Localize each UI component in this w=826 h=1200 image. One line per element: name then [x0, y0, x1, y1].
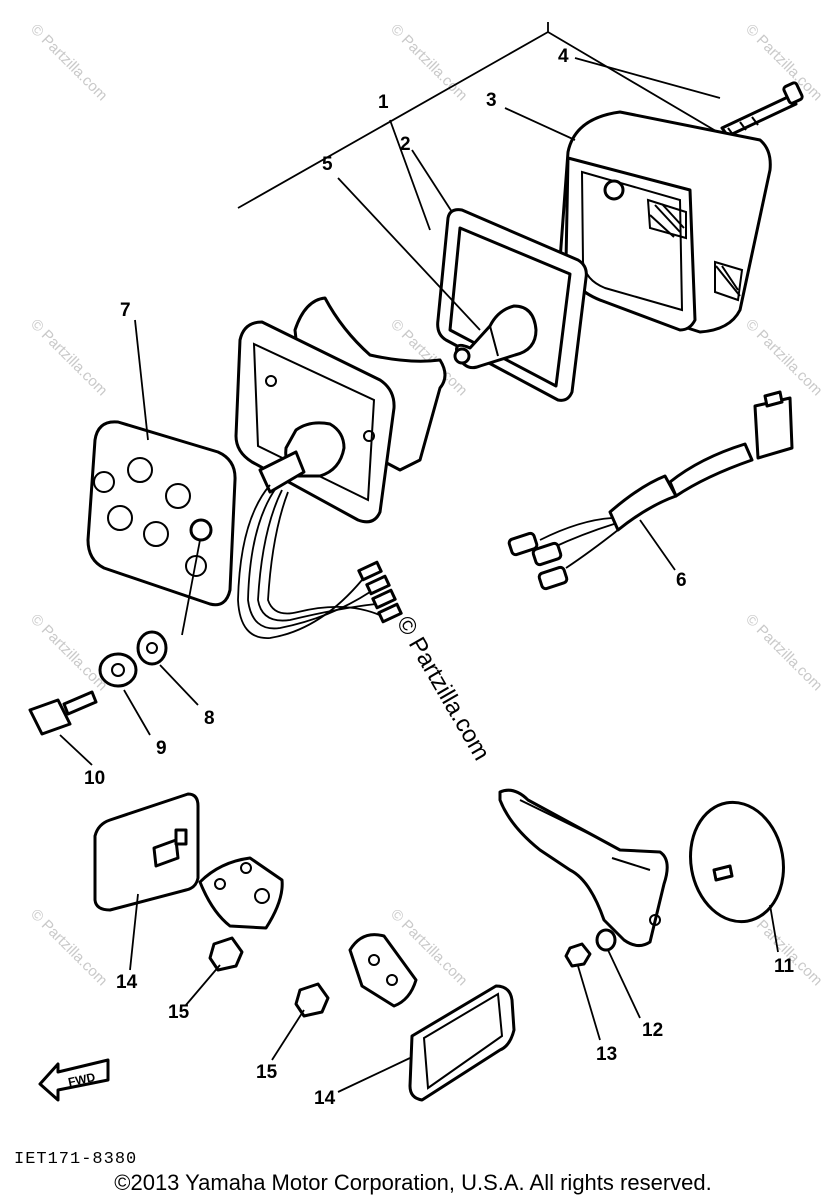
- assembly-bracket: [237, 22, 766, 209]
- part-14-reflector-center: [408, 984, 516, 1102]
- watermark: © Partzilla.com: [27, 316, 110, 399]
- part-3-lens: [558, 110, 772, 334]
- reflector-bracket: [498, 788, 669, 947]
- callout-7: 7: [120, 300, 131, 321]
- part-9-hole: [111, 663, 125, 677]
- callout-15-left: 15: [168, 1002, 190, 1023]
- part-4-screw: [720, 81, 804, 138]
- leader-lines: [59, 57, 779, 1093]
- callouts: 1 2 3 4 5 6 7 8 9 10 11 12 13 14 15 15 1…: [84, 46, 795, 1109]
- part-15-nut-center: [294, 982, 330, 1018]
- watermark: © Partzilla.com: [742, 611, 825, 694]
- part-1-wires: [237, 484, 403, 639]
- part-5-bulb: [453, 304, 538, 370]
- part-10-bolt: [28, 690, 98, 736]
- part-6-harness: [507, 390, 794, 591]
- part-13-nut: [564, 942, 592, 968]
- callout-11: 11: [774, 956, 795, 977]
- part-7-backplate: [86, 420, 237, 607]
- callout-1: 1: [378, 92, 389, 113]
- fwd-label: FWD: [67, 1070, 97, 1089]
- watermark: © Partzilla.com: [742, 316, 825, 399]
- part-14-reflector-left: [93, 792, 200, 912]
- part-9-washer: [98, 652, 138, 688]
- bracket-left: [198, 856, 284, 930]
- bracket-center: [348, 933, 418, 1008]
- watermark: © Partzilla.com: [27, 21, 110, 104]
- copyright-notice: ©2013 Yamaha Motor Corporation, U.S.A. A…: [114, 1170, 712, 1195]
- part-1-base: [234, 296, 447, 524]
- callout-3: 3: [486, 90, 497, 111]
- callout-14-left: 14: [116, 972, 138, 993]
- callout-6: 6: [676, 570, 687, 591]
- callout-14-center: 14: [314, 1088, 336, 1109]
- watermark: © Partzilla.com: [27, 611, 110, 694]
- callout-4: 4: [558, 46, 569, 67]
- callout-2: 2: [400, 134, 411, 155]
- callout-9: 9: [156, 738, 167, 759]
- watermark: © Partzilla.com: [387, 21, 470, 104]
- callout-15-center: 15: [256, 1062, 278, 1083]
- part-8-hole: [146, 642, 158, 654]
- center-watermark: © Partzilla.com: [391, 612, 495, 766]
- callout-8: 8: [204, 708, 215, 729]
- watermark: © Partzilla.com: [27, 906, 110, 989]
- fwd-arrow-icon: FWD: [38, 1058, 110, 1102]
- callout-13: 13: [596, 1044, 617, 1065]
- part-11-round-reflector: [689, 800, 785, 924]
- part-8-washer: [136, 630, 168, 666]
- part-12-washer: [595, 928, 617, 952]
- callout-10: 10: [84, 768, 105, 789]
- part-15-nut-left: [208, 936, 244, 972]
- callout-5: 5: [322, 154, 333, 175]
- diagram-code: IET171-8380: [14, 1150, 138, 1169]
- callout-12: 12: [642, 1020, 663, 1041]
